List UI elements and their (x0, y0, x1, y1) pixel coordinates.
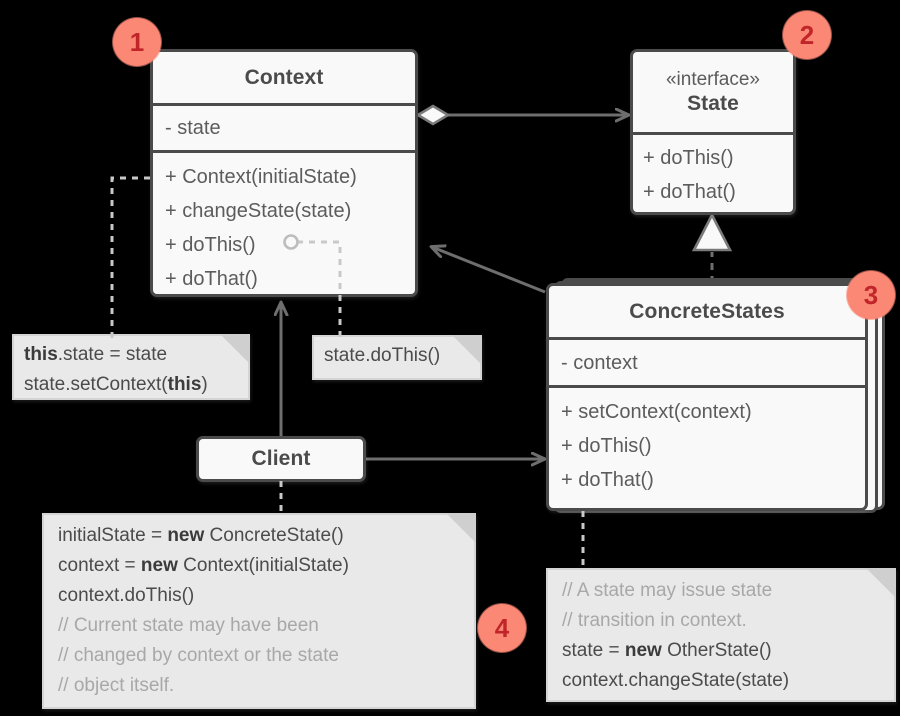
note-line: state = new OtherState() (562, 640, 772, 661)
concretestates-title-compartment: ConcreteStates (549, 286, 865, 337)
state-operation: + doThis() (643, 147, 734, 169)
note-line: context.doThis() (58, 585, 195, 606)
state-title-compartment: «interface» State (633, 52, 793, 132)
connector-context-aggregates-state (415, 104, 628, 126)
note-fold-icon (220, 334, 250, 364)
note-line: initialState = new ConcreteState() (58, 525, 344, 546)
note-line: // A state may issue state (562, 580, 773, 601)
context-attribute: - state (165, 117, 221, 139)
badge-label: 2 (799, 20, 815, 50)
note-line: // Current state may have been (58, 615, 319, 636)
note-line: context.changeState(state) (562, 670, 790, 691)
concretestates-class-name: ConcreteStates (629, 299, 785, 323)
note-line: context = new Context(initialState) (58, 555, 349, 576)
connector-concretestates-to-context (432, 247, 546, 294)
context-title-compartment: Context (153, 52, 415, 103)
note-state-transition-code[interactable]: // A state may issue state // transition … (546, 568, 896, 702)
badge-label: 4 (494, 613, 510, 643)
note-dothis-code[interactable]: state.doThis() (312, 335, 482, 380)
class-box-client[interactable]: Client (196, 436, 366, 482)
note-fold-icon (452, 335, 482, 365)
class-box-concretestates[interactable]: ConcreteStates - context + setContext(co… (546, 283, 868, 511)
note-fold-icon (866, 568, 896, 598)
concretestates-attributes-compartment: - context (549, 337, 865, 385)
note-line: // object itself. (58, 675, 175, 696)
class-box-state[interactable]: «interface» State + doThis() + doThat() (630, 49, 796, 215)
context-operation: + doThis() (165, 234, 256, 256)
concretestates-attribute: - context (561, 351, 638, 374)
badge-label: 3 (863, 280, 879, 310)
note-line: state.setContext(this) (24, 374, 208, 395)
context-operations-compartment: + Context(initialState) + changeState(st… (153, 150, 415, 296)
state-operation: + doThat() (643, 181, 736, 203)
note-changestate-code[interactable]: this.state = state state.setContext(this) (12, 334, 250, 400)
note-line: this.state = state (24, 344, 168, 365)
note-line: // transition in context. (562, 610, 747, 631)
context-operation: + changeState(state) (165, 200, 352, 222)
state-class-name: State (687, 91, 739, 115)
client-class-name: Client (251, 447, 311, 470)
context-operation: + doThat() (165, 268, 258, 290)
note-fold-icon (446, 513, 476, 543)
badge-3[interactable]: 3 (847, 271, 895, 319)
concretestates-operation: + setContext(context) (561, 401, 752, 423)
note-line: // changed by context or the state (58, 645, 339, 666)
badge-label: 1 (129, 27, 145, 57)
concretestates-operations-compartment: + setContext(context) + doThis() + doTha… (549, 385, 865, 497)
badge-1[interactable]: 1 (113, 18, 161, 66)
context-attributes-compartment: - state (153, 103, 415, 150)
state-stereotype: «interface» (665, 68, 760, 90)
context-operation: + Context(initialState) (165, 166, 357, 188)
note-client-code[interactable]: initialState = new ConcreteState() contex… (42, 513, 476, 709)
concretestates-operation: + doThis() (561, 435, 652, 457)
state-operations-compartment: + doThis() + doThat() (633, 132, 793, 209)
class-box-context[interactable]: Context - state + Context(initialState) … (150, 49, 418, 297)
note-line: state.doThis() (324, 345, 441, 366)
badge-4[interactable]: 4 (478, 604, 526, 652)
badge-2[interactable]: 2 (783, 11, 831, 59)
connector-concretestates-realizes-state (691, 212, 733, 283)
context-class-name: Context (244, 65, 324, 89)
concretestates-operation: + doThat() (561, 469, 654, 491)
